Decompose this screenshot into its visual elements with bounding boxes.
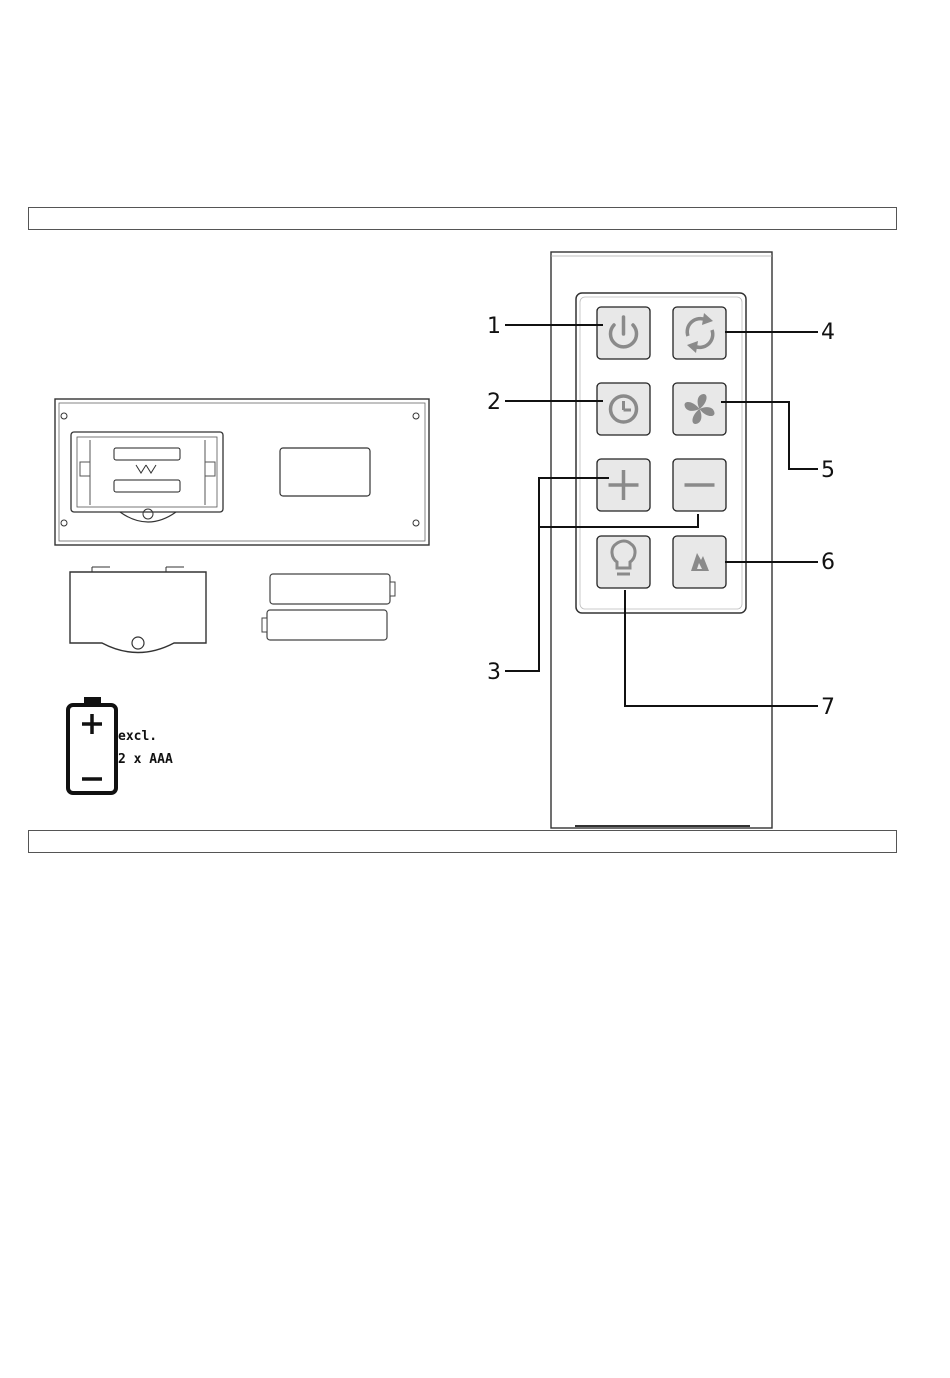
callout-3: 3 <box>487 660 501 685</box>
battery-cover <box>70 567 206 653</box>
remote-back-view <box>55 399 429 545</box>
callout-6: 6 <box>821 550 835 575</box>
light-button[interactable] <box>597 536 650 588</box>
oscillation-button[interactable] <box>673 307 726 359</box>
flame-button[interactable] <box>673 536 726 588</box>
callout-2: 2 <box>487 390 501 415</box>
callout-4: 4 <box>821 320 835 345</box>
callout-1: 1 <box>487 314 501 339</box>
callout-5: 5 <box>821 458 835 483</box>
battery-icon <box>68 697 116 793</box>
battery-note-excl: excl. <box>118 729 157 744</box>
plus-button[interactable] <box>597 459 650 511</box>
label-window <box>280 448 370 496</box>
minus-button[interactable] <box>673 459 726 511</box>
timer-button[interactable] <box>597 383 650 435</box>
aaa-batteries <box>262 574 395 640</box>
remote-front-body <box>551 252 772 828</box>
fan-speed-button[interactable] <box>673 383 726 435</box>
battery-bay <box>71 432 223 522</box>
callout-7: 7 <box>821 695 835 720</box>
battery-note-quantity: 2 x AAA <box>118 752 173 767</box>
power-button[interactable] <box>597 307 650 359</box>
